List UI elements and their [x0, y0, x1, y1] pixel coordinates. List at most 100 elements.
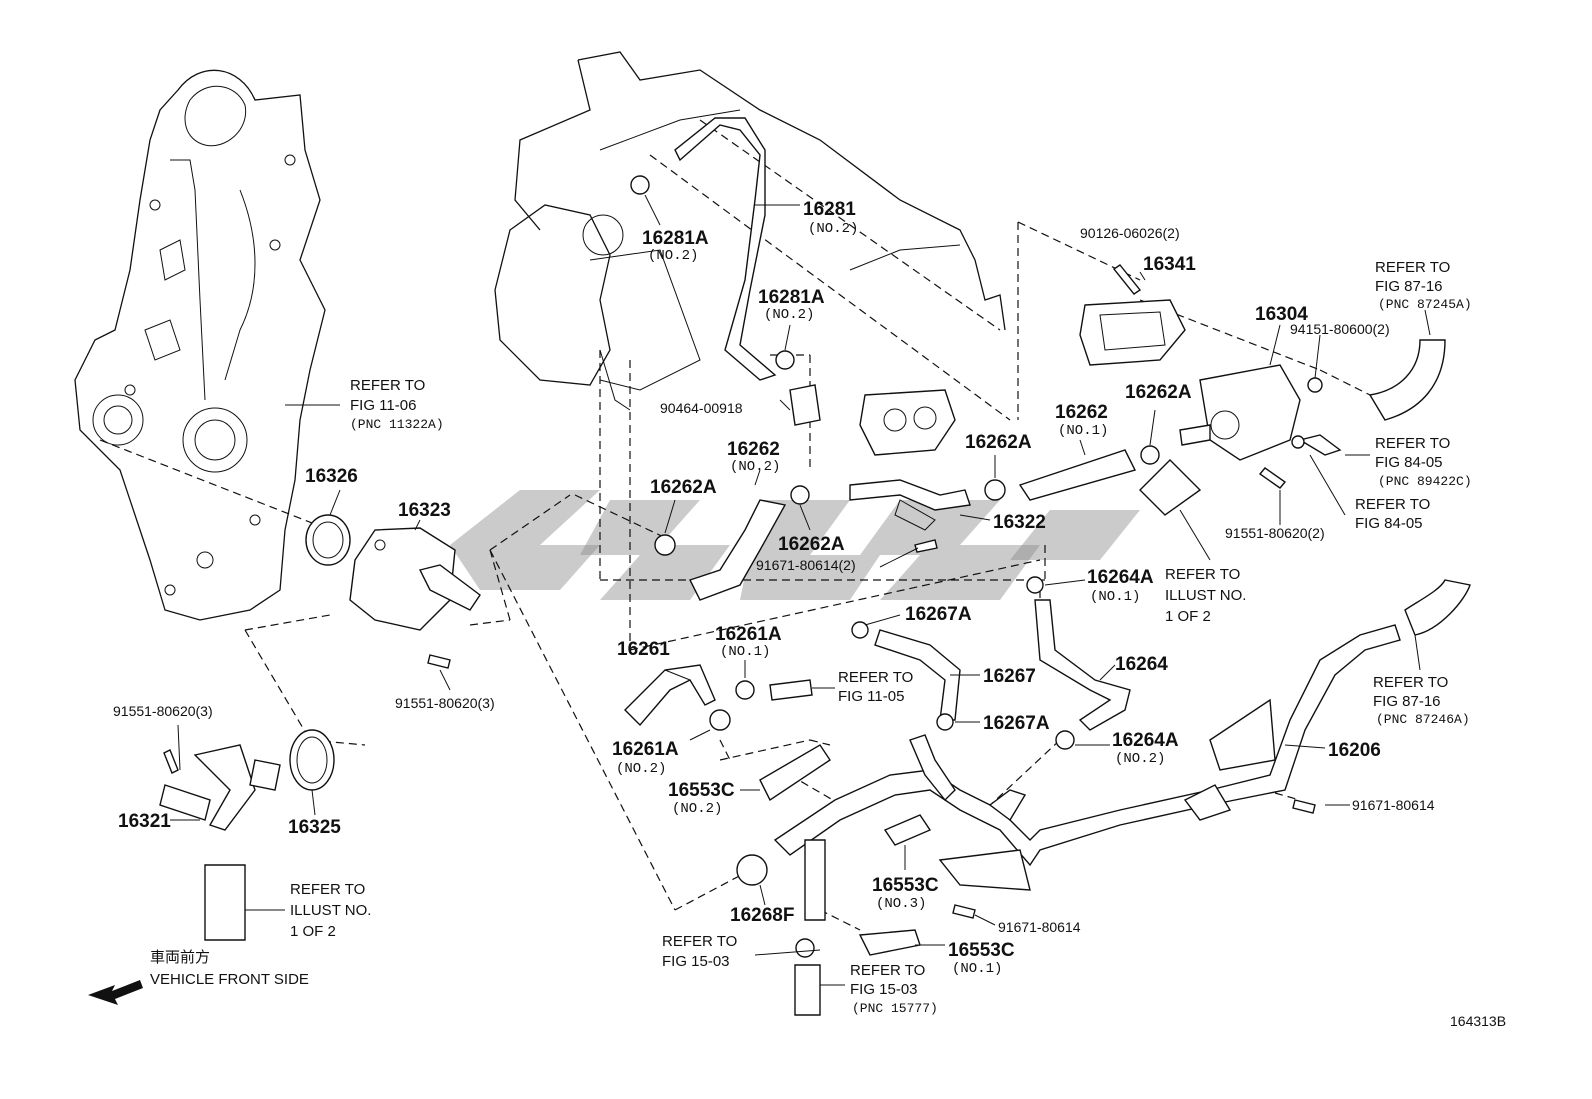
label-16304: 16304	[1255, 304, 1308, 325]
ref-fig87-16b-l2: FIG 87-16	[1373, 693, 1441, 710]
label-16553C-1-no: (NO.1)	[952, 961, 1002, 977]
ref-fig11-05-l2: FIG 11-05	[838, 688, 904, 705]
label-16262A-top: 16262A	[1125, 382, 1192, 403]
label-16321: 16321	[118, 811, 171, 832]
label-16553C-2: 16553C	[668, 780, 735, 801]
ref-illust-b-l3: 1 OF 2	[290, 923, 336, 940]
label-91671-b: 91671-80614	[1352, 797, 1435, 813]
hose-16262-no2	[689, 499, 787, 601]
ref-illust-a-l3: 1 OF 2	[1165, 608, 1211, 625]
ref-fig87-16a-l1: REFER TO	[1375, 259, 1450, 276]
gasket-16325	[289, 729, 335, 791]
watermark-logo	[450, 490, 1140, 600]
label-16262-no1: (NO.1)	[1058, 423, 1108, 439]
hose-ends-refs	[204, 339, 1471, 1016]
ref-fig84-05b-l2: FIG 84-05	[1355, 515, 1423, 532]
label-90126: 90126-06026(2)	[1080, 225, 1180, 241]
label-16264A-2-no: (NO.2)	[1115, 751, 1165, 767]
pipe-16322	[849, 479, 971, 531]
engine-block-outline	[494, 51, 1006, 411]
ref-illust-b-l2: ILLUST NO.	[290, 902, 371, 919]
label-16267A-1: 16267A	[905, 604, 972, 625]
hose-16281	[674, 117, 777, 381]
reference-callouts: REFER TO FIG 11-06 (PNC 11322A) REFER TO…	[290, 259, 1472, 1016]
water-inlet-16323	[349, 527, 481, 631]
label-94151: 94151-80600(2)	[1290, 321, 1390, 337]
label-16262-2-no: (NO.2)	[730, 459, 780, 475]
vehicle-front-arrow-icon	[88, 980, 143, 1005]
ref-fig87-16b-pnc: (PNC 87246A)	[1376, 712, 1470, 727]
label-16553C-3: 16553C	[872, 875, 939, 896]
label-16281A-2: 16281A	[758, 287, 825, 308]
label-91551-a: 91551-80620(2)	[1225, 525, 1325, 541]
label-91671-a: 91671-80614(2)	[756, 557, 856, 573]
gasket-mid	[859, 389, 956, 456]
ref-fig84-05a-pnc: (PNC 89422C)	[1378, 474, 1472, 489]
label-16206: 16206	[1328, 740, 1381, 761]
label-16261A-2: 16261A	[612, 739, 679, 760]
label-91551-b: 91551-80620(3)	[395, 695, 495, 711]
label-16553C-1: 16553C	[948, 940, 1015, 961]
label-90464: 90464-00918	[660, 400, 743, 416]
part-labels: 16281 (NO.2) 16281A (NO.2) 16281A (NO.2)…	[113, 199, 1435, 977]
label-16267: 16267	[983, 666, 1036, 687]
ref-fig11-05-l1: REFER TO	[838, 669, 913, 686]
label-16281A-2-no: (NO.2)	[764, 307, 814, 323]
front-note-en: VEHICLE FRONT SIDE	[150, 971, 309, 988]
pipe-16206	[773, 624, 1401, 921]
hose-16261	[624, 664, 716, 727]
label-16262A-mid: 16262A	[965, 432, 1032, 453]
label-16261A-1-no: (NO.1)	[720, 644, 770, 660]
label-16325: 16325	[288, 817, 341, 838]
label-16281A-1-no: (NO.2)	[648, 248, 698, 264]
label-16264A-1-no: (NO.1)	[1090, 589, 1140, 605]
hose-16264	[1034, 599, 1131, 731]
leader-lines	[170, 194, 1431, 986]
figure-code: 164313B	[1450, 1013, 1506, 1029]
label-16264: 16264	[1115, 654, 1168, 675]
thermostat-housing-16304	[1179, 364, 1301, 461]
ref-fig11-06-l2: FIG 11-06	[350, 397, 416, 414]
bolts	[163, 264, 1342, 956]
ref-fig15-03b-l2: FIG 15-03	[850, 981, 918, 998]
label-91551-c: 91551-80620(3)	[113, 703, 213, 719]
gasket-16326	[305, 514, 351, 566]
ref-fig11-06-pnc: (PNC 11322A)	[350, 417, 444, 432]
label-16262-2: 16262	[727, 439, 780, 460]
ref-fig87-16a-l2: FIG 87-16	[1375, 278, 1443, 295]
label-16262: 16262	[1055, 402, 1108, 423]
ref-fig84-05a-l1: REFER TO	[1375, 435, 1450, 452]
label-16264A-2: 16264A	[1112, 730, 1179, 751]
label-16322: 16322	[993, 512, 1046, 533]
label-16281-no2: (NO.2)	[808, 221, 858, 237]
label-16341: 16341	[1143, 254, 1196, 275]
ref-fig15-03b-pnc: (PNC 15777)	[852, 1001, 938, 1016]
outlet-16321	[159, 744, 281, 831]
label-16267A-2: 16267A	[983, 713, 1050, 734]
ref-fig84-05a-l2: FIG 84-05	[1375, 454, 1443, 471]
ref-fig15-03a-l2: FIG 15-03	[662, 953, 730, 970]
stubs-and-brackets	[938, 698, 1276, 891]
ref-illust-b-l1: REFER TO	[290, 881, 365, 898]
gasket-16341	[1079, 299, 1186, 366]
hose-16262-no1	[1018, 449, 1137, 501]
ref-fig15-03a-l1: REFER TO	[662, 933, 737, 950]
timing-chain-cover-drawing	[74, 69, 331, 621]
ref-fig15-03b-l1: REFER TO	[850, 962, 925, 979]
gasket-16268F	[736, 854, 768, 886]
ref-illust-a-l2: ILLUST NO.	[1165, 587, 1246, 604]
ref-fig84-05b-l1: REFER TO	[1355, 496, 1430, 513]
label-16281: 16281	[803, 199, 856, 220]
label-16268F: 16268F	[730, 905, 794, 926]
assembly-dash-lines	[244, 119, 1381, 931]
label-16553C-3-no: (NO.3)	[876, 896, 926, 912]
label-16326: 16326	[305, 466, 358, 487]
label-16261A-1: 16261A	[715, 624, 782, 645]
label-16281A-1: 16281A	[642, 228, 709, 249]
label-16262A-left: 16262A	[650, 477, 717, 498]
label-16261: 16261	[617, 639, 670, 660]
clamps	[630, 175, 1160, 958]
ref-fig87-16b-l1: REFER TO	[1373, 674, 1448, 691]
ref-illust-a-l1: REFER TO	[1165, 566, 1240, 583]
label-16264A-1: 16264A	[1087, 567, 1154, 588]
